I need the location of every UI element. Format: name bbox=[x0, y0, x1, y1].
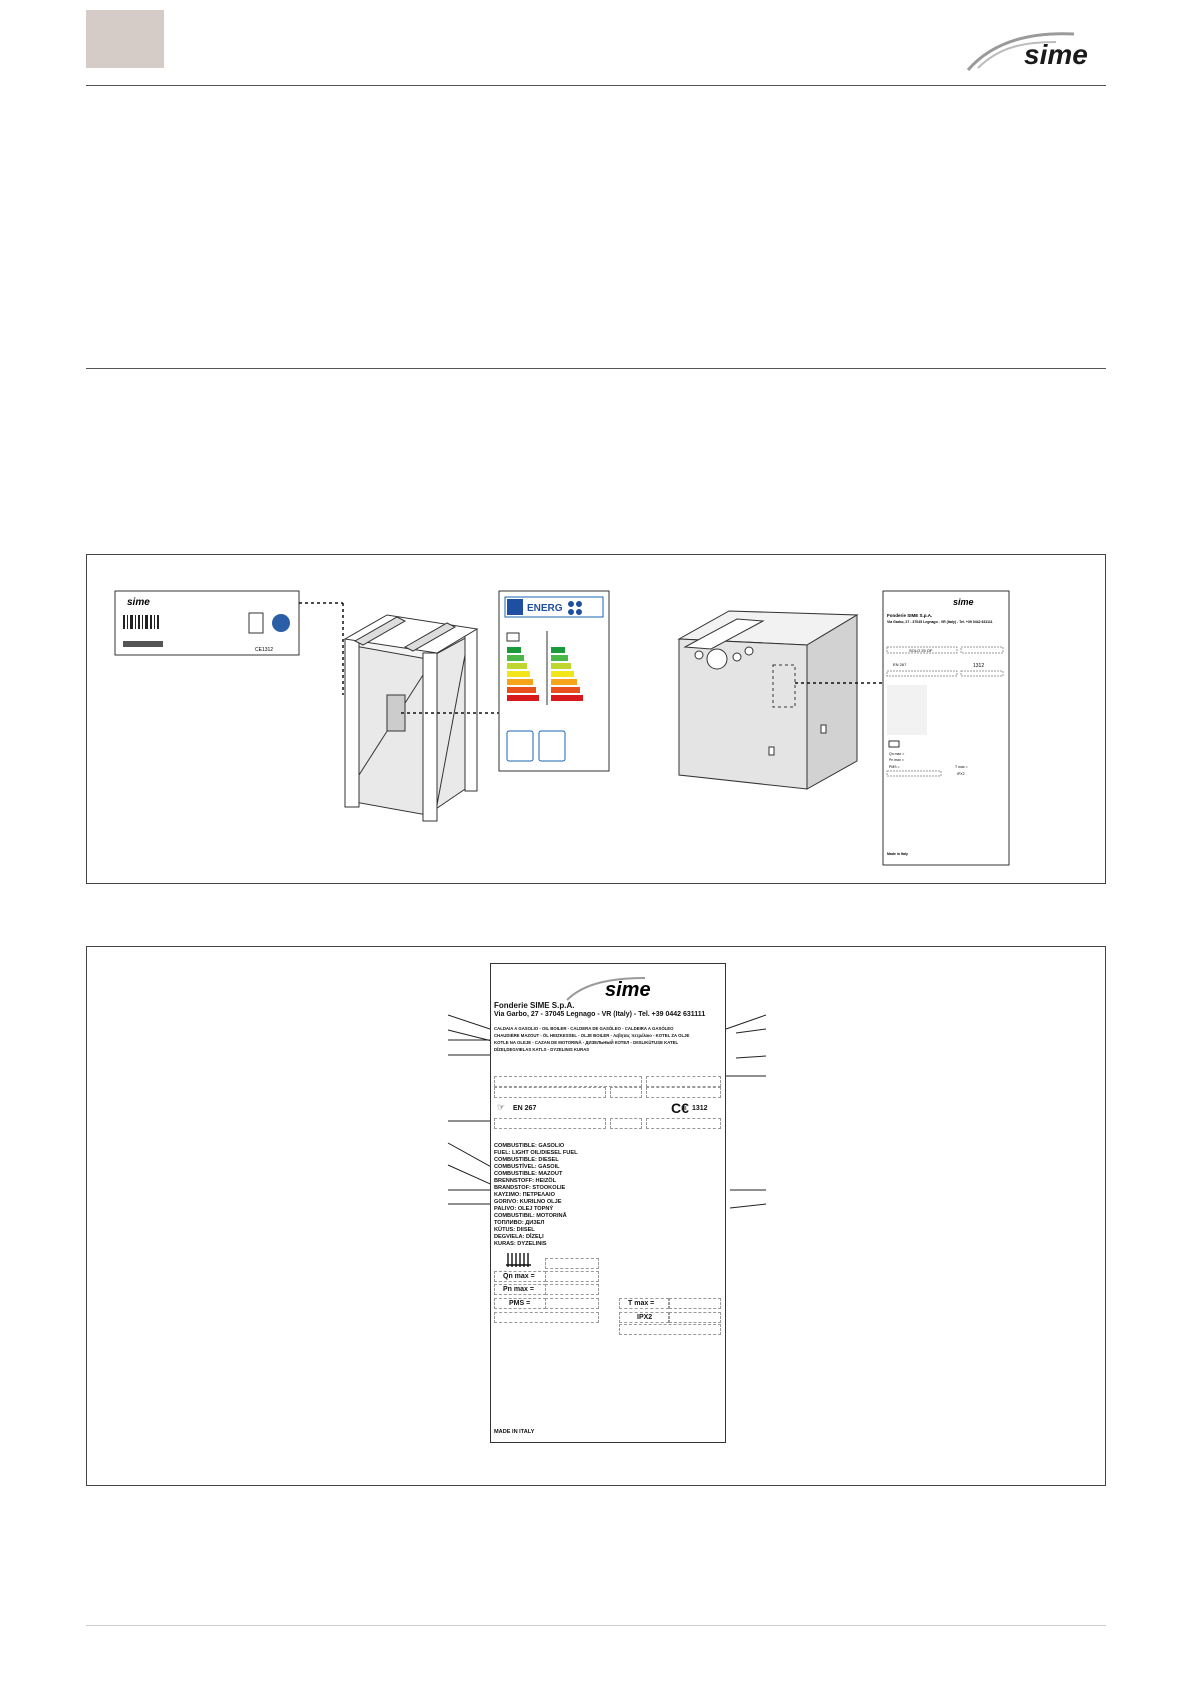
plate-ce-number: 1312 bbox=[692, 1105, 708, 1112]
svg-text:Qn max =: Qn max = bbox=[889, 752, 904, 756]
field-pn bbox=[545, 1284, 599, 1295]
plate-type-1: CALDAIA A GASOLIO - OIL BOILER - CALDERA… bbox=[494, 1026, 674, 1031]
fuel-5: BRENNSTOFF: HEIZÖL bbox=[494, 1178, 557, 1184]
radiator-icon bbox=[506, 1253, 531, 1267]
label-ipx: IPX2 bbox=[637, 1314, 653, 1321]
svg-text:Pn max =: Pn max = bbox=[889, 758, 904, 762]
label-qn: Qn max = bbox=[503, 1273, 535, 1280]
fuel-11: ТОПЛИВО: ДИЗЕЛ bbox=[494, 1220, 545, 1226]
plate-type-4: DĪZEĻDEGVIELAS KATLS - DYZELINIS KURAS bbox=[494, 1047, 590, 1052]
energy-label: ENERG bbox=[498, 590, 610, 772]
field-year bbox=[610, 1087, 642, 1098]
svg-text:sime: sime bbox=[605, 979, 651, 1001]
field-power bbox=[646, 1118, 721, 1129]
plate-sime-logo: sime bbox=[566, 977, 651, 1001]
radiator-icon bbox=[888, 740, 900, 748]
fuel-8: GORIVO: KURILNO OLJE bbox=[494, 1199, 562, 1205]
label-pms: PMS = bbox=[509, 1300, 531, 1307]
header-rule bbox=[86, 85, 1106, 86]
label-tmax: T max = bbox=[628, 1300, 655, 1307]
boiler-unit bbox=[677, 610, 859, 790]
this-way-up-icon bbox=[248, 612, 264, 634]
radiator-icon bbox=[506, 632, 520, 642]
fuel-13: DEGVIELA: DĪZEĻI bbox=[494, 1234, 544, 1240]
fuel-9: PALIVO: OLEJ TOPNÝ bbox=[494, 1206, 554, 1212]
fuel-4: COMBUSTIBLE: MAZOUT bbox=[494, 1171, 563, 1177]
field-extra bbox=[619, 1324, 721, 1335]
field-ipx bbox=[669, 1312, 721, 1323]
svg-text:CE1312: CE1312 bbox=[255, 647, 273, 653]
svg-text:sime: sime bbox=[953, 597, 974, 607]
ce-mark: C€ bbox=[671, 1100, 689, 1116]
fuel-0: COMBUSTIBLE: GASOLIO bbox=[494, 1143, 565, 1149]
plate-company: Fonderie SIME S.p.A. bbox=[494, 1001, 575, 1010]
fuel-14: KURAS: DYZELINIS bbox=[494, 1241, 547, 1247]
field-type bbox=[494, 1087, 606, 1098]
field-class bbox=[610, 1118, 642, 1129]
svg-text:T max =: T max = bbox=[955, 765, 968, 769]
sime-logo: sime bbox=[966, 32, 1088, 71]
packed-boiler-crate bbox=[343, 614, 479, 822]
data-plate-small: sime Fonderie SIME S.p.A. Via Garbo, 27 … bbox=[882, 590, 1010, 866]
fuel-3: COMBUSTÍVEL: GASOIL bbox=[494, 1164, 560, 1170]
field-tmax bbox=[669, 1298, 721, 1309]
field-tmax-label bbox=[619, 1298, 669, 1309]
svg-text:Fonderie SIME S.p.A.: Fonderie SIME S.p.A. bbox=[887, 613, 932, 618]
field-serial bbox=[646, 1076, 721, 1087]
fuel-1: FUEL: LIGHT OIL/DIESEL FUEL bbox=[494, 1150, 578, 1156]
svg-text:1312: 1312 bbox=[973, 663, 984, 669]
plate-address: Via Garbo, 27 - 37045 Legnago - VR (Ital… bbox=[494, 1011, 706, 1018]
field-nox bbox=[494, 1118, 606, 1129]
plate-en-ref: EN 267 bbox=[513, 1105, 537, 1112]
field-qn bbox=[545, 1271, 599, 1282]
field-electric bbox=[494, 1312, 599, 1323]
data-plate: sime Fonderie SIME S.p.A. Via Garbo, 27 … bbox=[490, 963, 726, 1443]
plate-type-3: KOTLE NA OLEJE - CAZAN DE MOTORINĂ - ДИЗ… bbox=[494, 1040, 679, 1045]
burner-icon: ☞ bbox=[497, 1102, 506, 1112]
shipping-label: sime CE1312 bbox=[114, 590, 300, 656]
field-ipx-label bbox=[619, 1312, 669, 1323]
svg-text:Made in Italy: Made in Italy bbox=[887, 852, 908, 856]
svg-text:EN 267: EN 267 bbox=[893, 662, 907, 667]
field-radiator bbox=[545, 1258, 599, 1269]
field-code bbox=[646, 1087, 721, 1098]
field-pms bbox=[545, 1298, 599, 1309]
plate-type-2: CHAUDIÈRE MAZOUT - ÖL HEIZKESSEL - OLJE … bbox=[494, 1033, 690, 1038]
fuel-7: ΚΑΥΣΙΜΟ: ΠΕΤΡΕΛΑΙΟ bbox=[494, 1192, 555, 1198]
figure-1-box: sime CE1312 bbox=[86, 554, 1106, 884]
footer-rule bbox=[86, 1625, 1106, 1626]
figure-1-illustration: sime CE1312 bbox=[114, 590, 1010, 866]
logo-text: sime bbox=[1024, 39, 1088, 70]
svg-text:ENERG: ENERG bbox=[527, 603, 563, 614]
manual-icon bbox=[272, 614, 290, 632]
svg-text:Via Garbo, 27 - 37045 Legnago: Via Garbo, 27 - 37045 Legnago - VR (Ital… bbox=[887, 620, 993, 624]
fuel-10: COMBUSTIBIL: MOTORINĂ bbox=[494, 1213, 567, 1219]
fuel-6: BRANDSTOF: STOOKOLIE bbox=[494, 1185, 566, 1191]
svg-text:SOLO 25 OF: SOLO 25 OF bbox=[909, 648, 933, 653]
section-rule bbox=[86, 368, 1106, 369]
fuel-12: KÜTUS: DIISEL bbox=[494, 1227, 535, 1233]
label-pn: Pn max = bbox=[503, 1286, 534, 1293]
plate-made-in: MADE IN ITALY bbox=[494, 1429, 535, 1435]
field-model bbox=[494, 1076, 642, 1087]
svg-text:IPX2: IPX2 bbox=[957, 772, 965, 776]
svg-text:PMS =: PMS = bbox=[889, 765, 900, 769]
fuel-2: COMBUSTIBLE: DIESEL bbox=[494, 1157, 559, 1163]
barcode-icon bbox=[123, 615, 163, 647]
page-tab bbox=[86, 10, 164, 68]
svg-text:sime: sime bbox=[127, 597, 150, 608]
